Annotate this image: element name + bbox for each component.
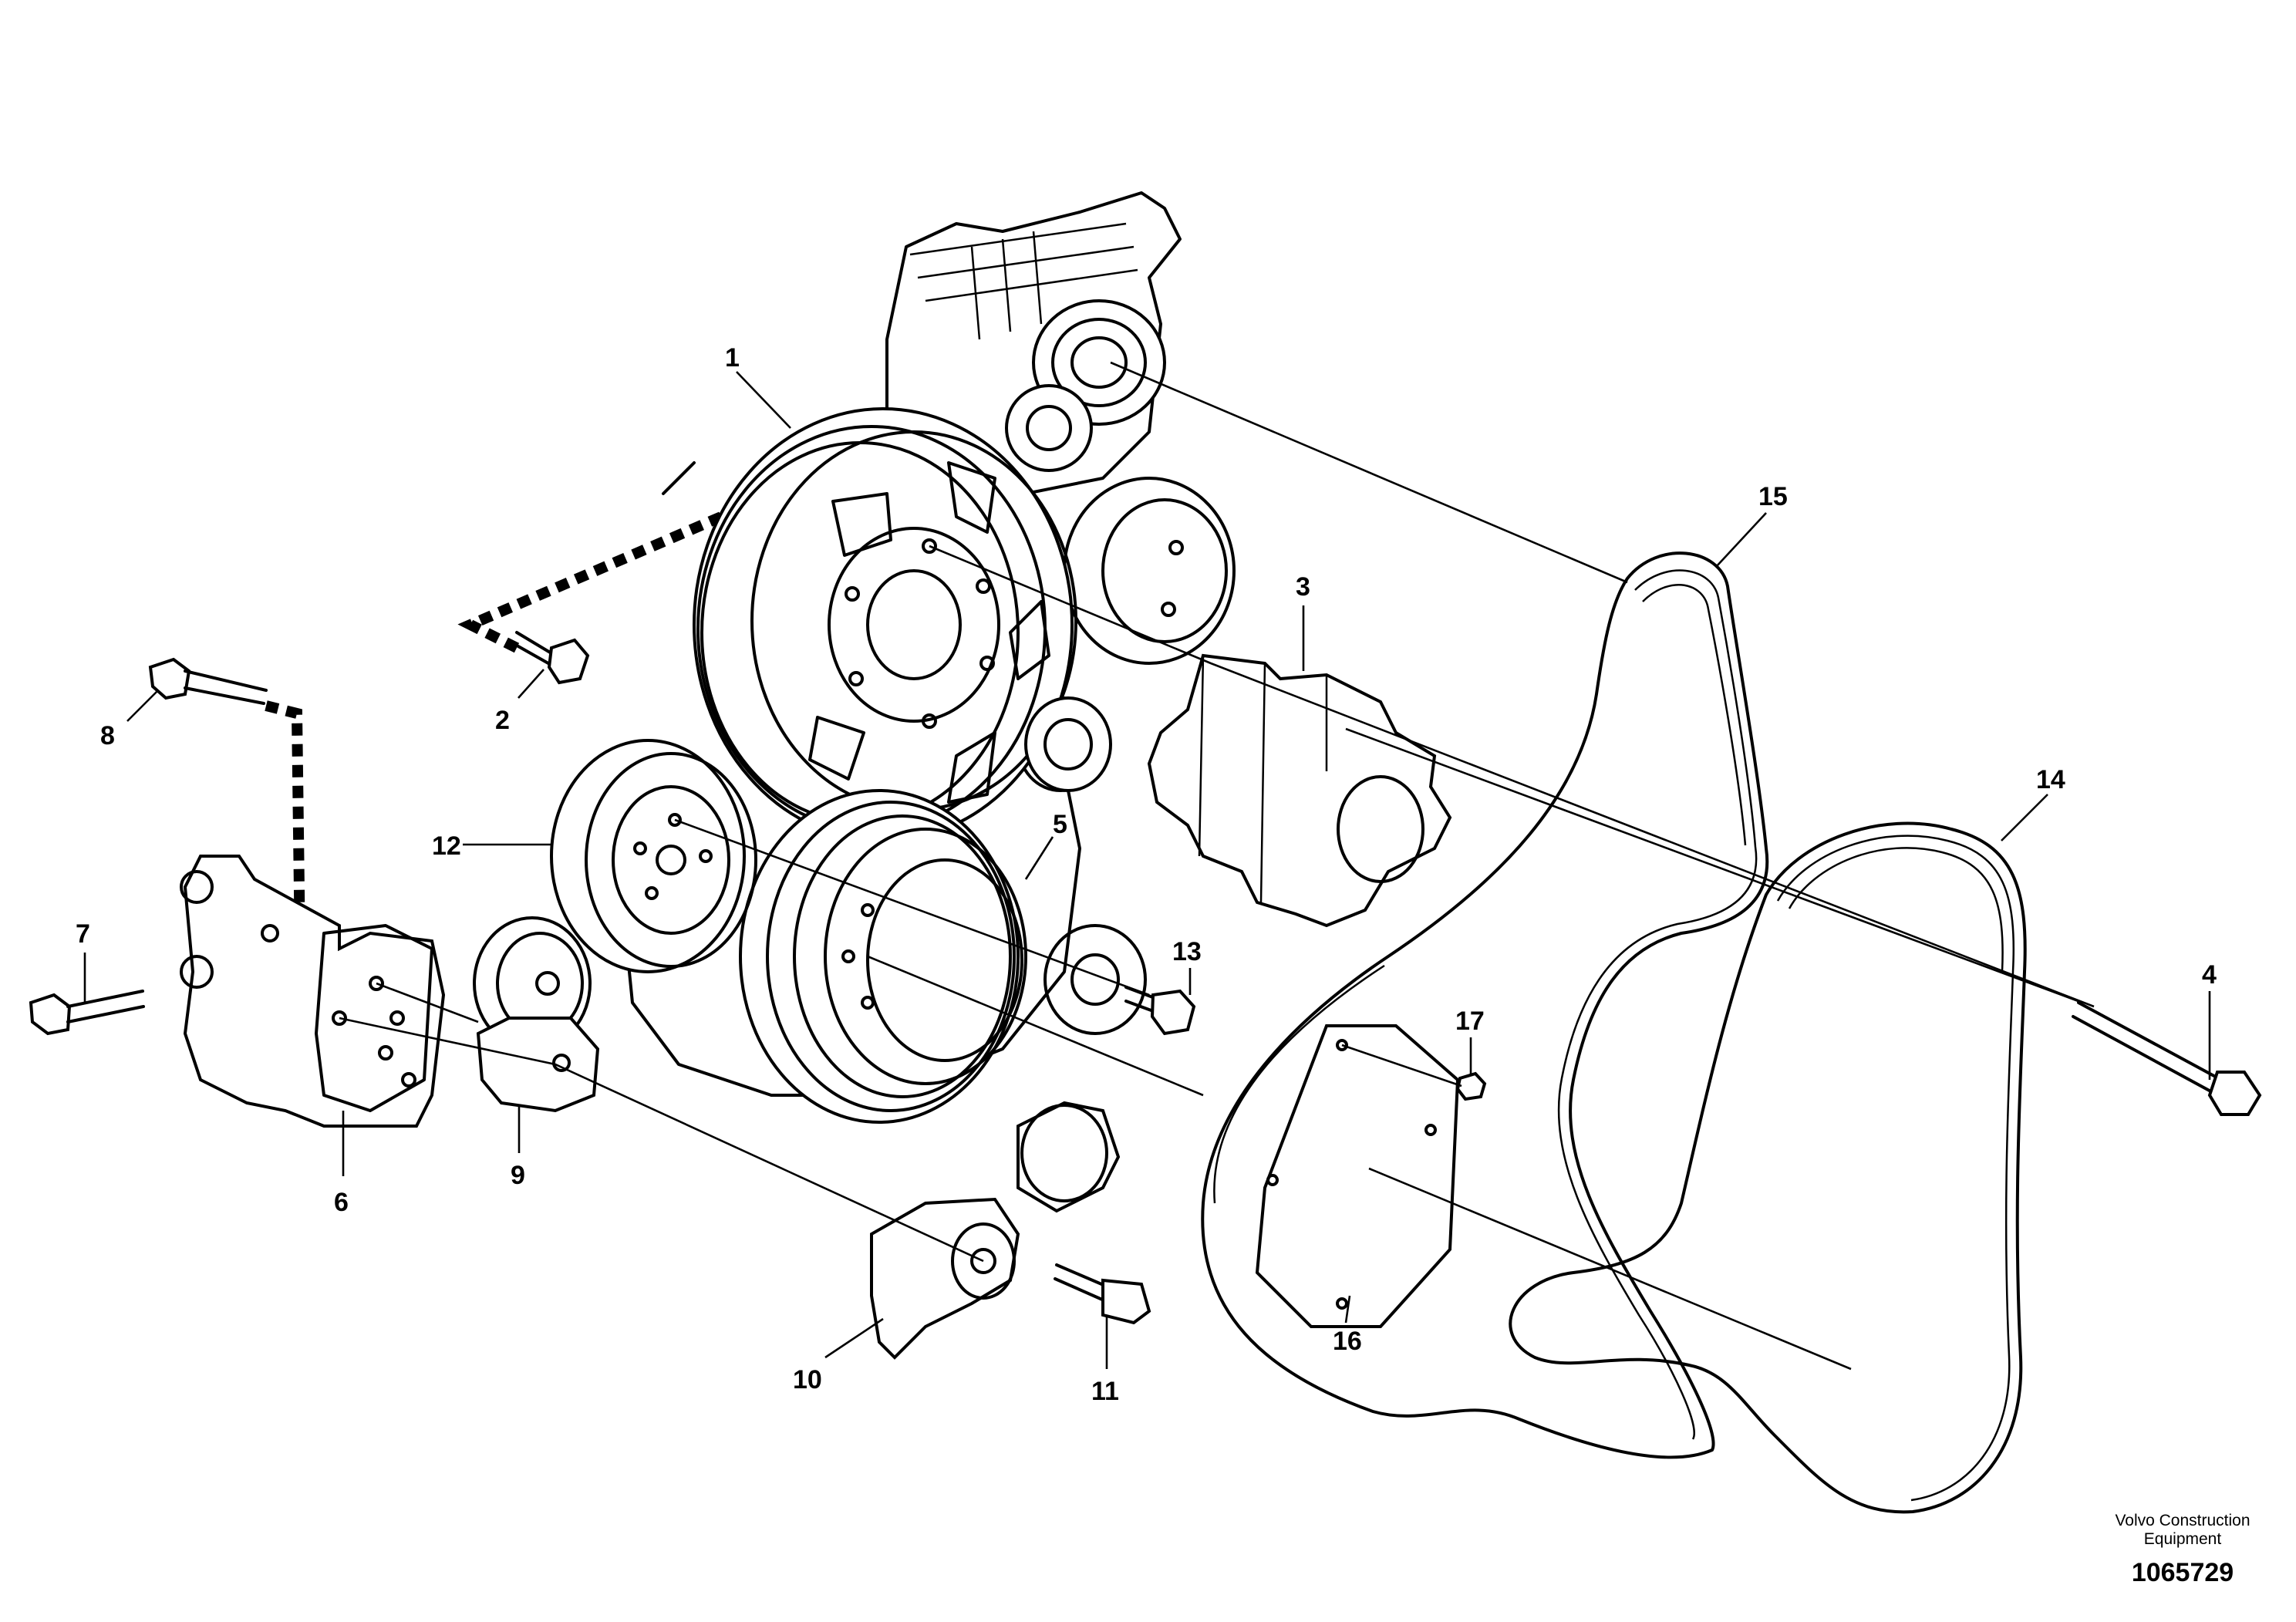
callout-2: 2: [495, 706, 510, 735]
callout-13: 13: [1172, 937, 1202, 966]
callout-15: 15: [1758, 482, 1788, 511]
callout-8: 8: [100, 721, 115, 750]
callout-5: 5: [1053, 810, 1067, 839]
part-7-screw: [29, 990, 145, 1036]
part-6-bracket: [180, 855, 446, 1128]
part-13-screw: [1124, 986, 1196, 1036]
part-3-impeller: [1147, 653, 1452, 928]
compressor-pulley: [1063, 477, 1236, 665]
callout-14: 14: [2036, 765, 2065, 794]
alternator-assembly: [885, 191, 1182, 495]
part-2-screw: [515, 631, 590, 685]
assembly-lines: [339, 361, 2095, 1371]
callout-labels: 1 2 3 4 5 6 7 8 9 10 11 12 13 14 15 16 1…: [76, 343, 2217, 1406]
callout-16: 16: [1333, 1327, 1362, 1356]
part-17-nut: [1455, 1071, 1487, 1101]
part-12-idler-pulley: [550, 739, 757, 973]
callout-17: 17: [1455, 1007, 1485, 1036]
credit-line-2: Equipment: [2144, 1530, 2222, 1548]
callout-6: 6: [334, 1188, 349, 1217]
callout-3: 3: [1296, 572, 1310, 602]
assembly-path-2: [457, 511, 723, 653]
drawing-footer: Volvo Construction Equipment 1065729: [2115, 1512, 2250, 1587]
callout-7: 7: [76, 919, 90, 949]
credit-line-1: Volvo Construction: [2115, 1512, 2250, 1529]
part-14-drive-belt: [1509, 821, 2027, 1514]
part-8-screw: [148, 657, 268, 705]
drawing-number: 1065729: [2132, 1558, 2234, 1587]
part-1-vibration-damper: [693, 407, 1077, 842]
callout-4: 4: [2202, 960, 2217, 990]
part-16-cover-plate: [1255, 1024, 1460, 1328]
part-4-screw: [2072, 1001, 2262, 1116]
part-11-screw: [1054, 1263, 1151, 1325]
part-9-tensioner-pulley: [473, 916, 600, 1113]
callout-1: 1: [725, 343, 740, 373]
part-10-belt-tensioner: [870, 1101, 1121, 1360]
part-15-drive-belt: [1201, 551, 1769, 1459]
callout-10: 10: [793, 1365, 822, 1394]
callout-9: 9: [511, 1161, 525, 1190]
part-5-crankshaft-pulley: [739, 789, 1027, 1124]
leader-lines: [83, 371, 2211, 1369]
callout-11: 11: [1091, 1377, 1119, 1406]
callout-12: 12: [432, 831, 461, 861]
idler-pulley: [1024, 696, 1112, 792]
